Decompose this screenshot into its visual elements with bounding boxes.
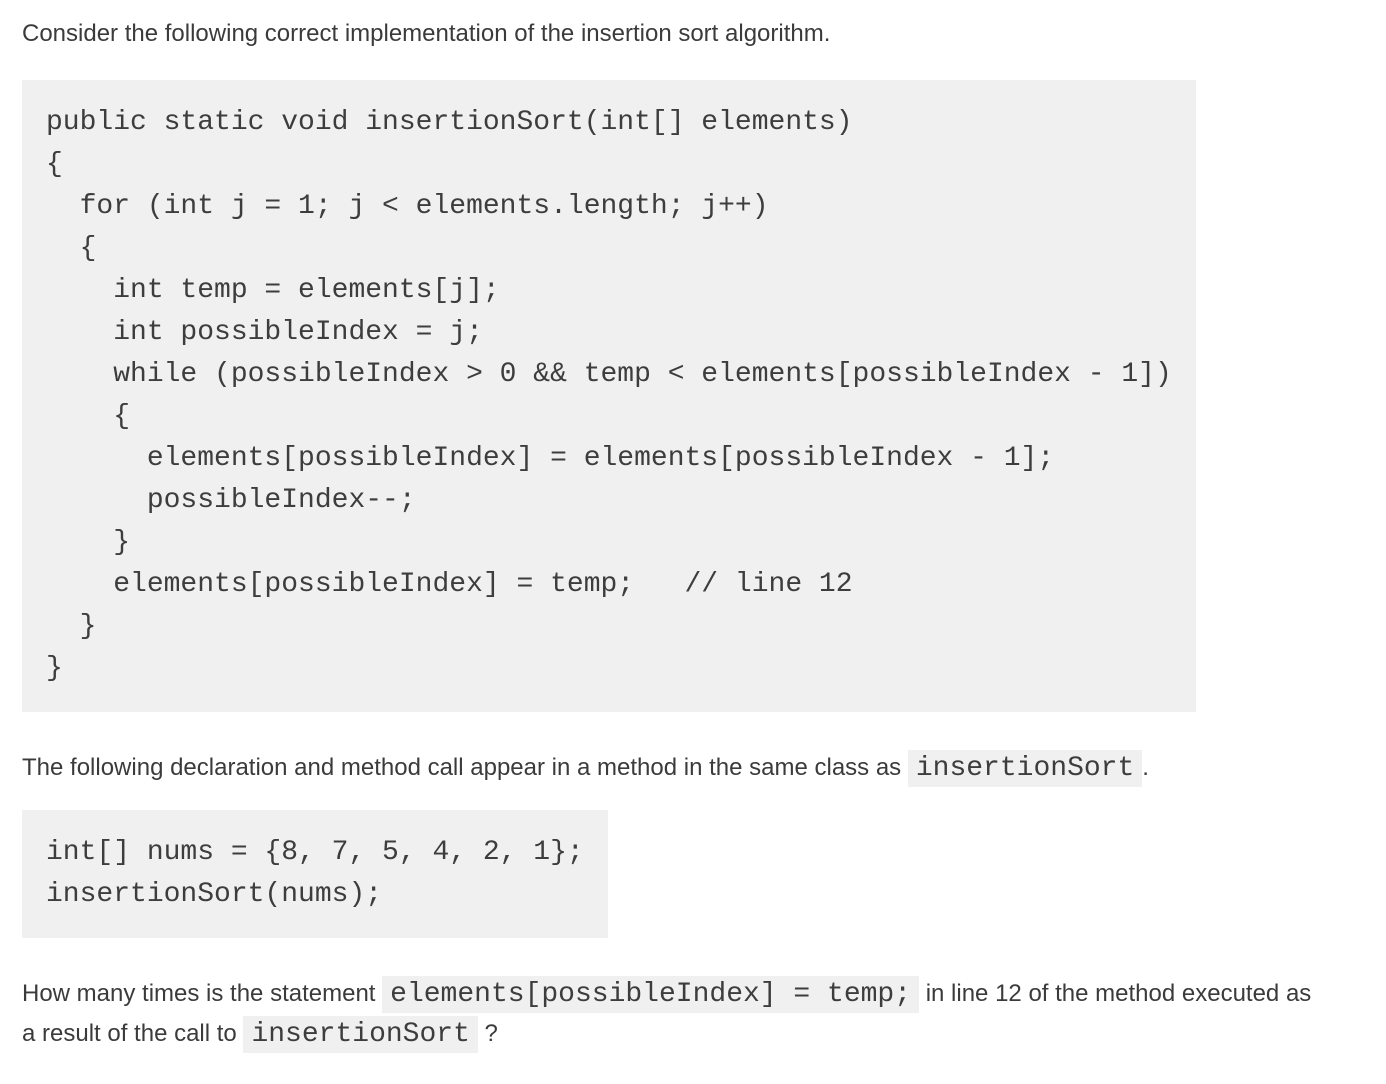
question-text-part2: in line 12 of the method executed as a r… bbox=[22, 980, 1312, 1047]
method-call-code-block: int[] nums = {8, 7, 5, 4, 2, 1}; inserti… bbox=[22, 810, 608, 938]
insertion-sort-code-block: public static void insertionSort(int[] e… bbox=[22, 80, 1196, 712]
inline-code-insertionsort-call: insertionSort bbox=[243, 1016, 478, 1053]
declaration-text-before: The following declaration and method cal… bbox=[22, 754, 908, 781]
declaration-text-after: . bbox=[1142, 754, 1149, 781]
method-call-code-container: int[] nums = {8, 7, 5, 4, 2, 1}; inserti… bbox=[22, 810, 1364, 938]
inline-code-insertionsort: insertionSort bbox=[907, 750, 1143, 787]
question-text-part3: ? bbox=[477, 1020, 498, 1047]
question-paragraph: How many times is the statement elements… bbox=[22, 974, 1312, 1054]
insertion-sort-code-container: public static void insertionSort(int[] e… bbox=[22, 80, 1364, 712]
question-text-part1: How many times is the statement bbox=[22, 980, 383, 1007]
inline-code-statement: elements[possibleIndex] = temp; bbox=[382, 976, 920, 1013]
declaration-paragraph: The following declaration and method cal… bbox=[22, 748, 1364, 788]
intro-paragraph: Consider the following correct implement… bbox=[22, 20, 831, 47]
